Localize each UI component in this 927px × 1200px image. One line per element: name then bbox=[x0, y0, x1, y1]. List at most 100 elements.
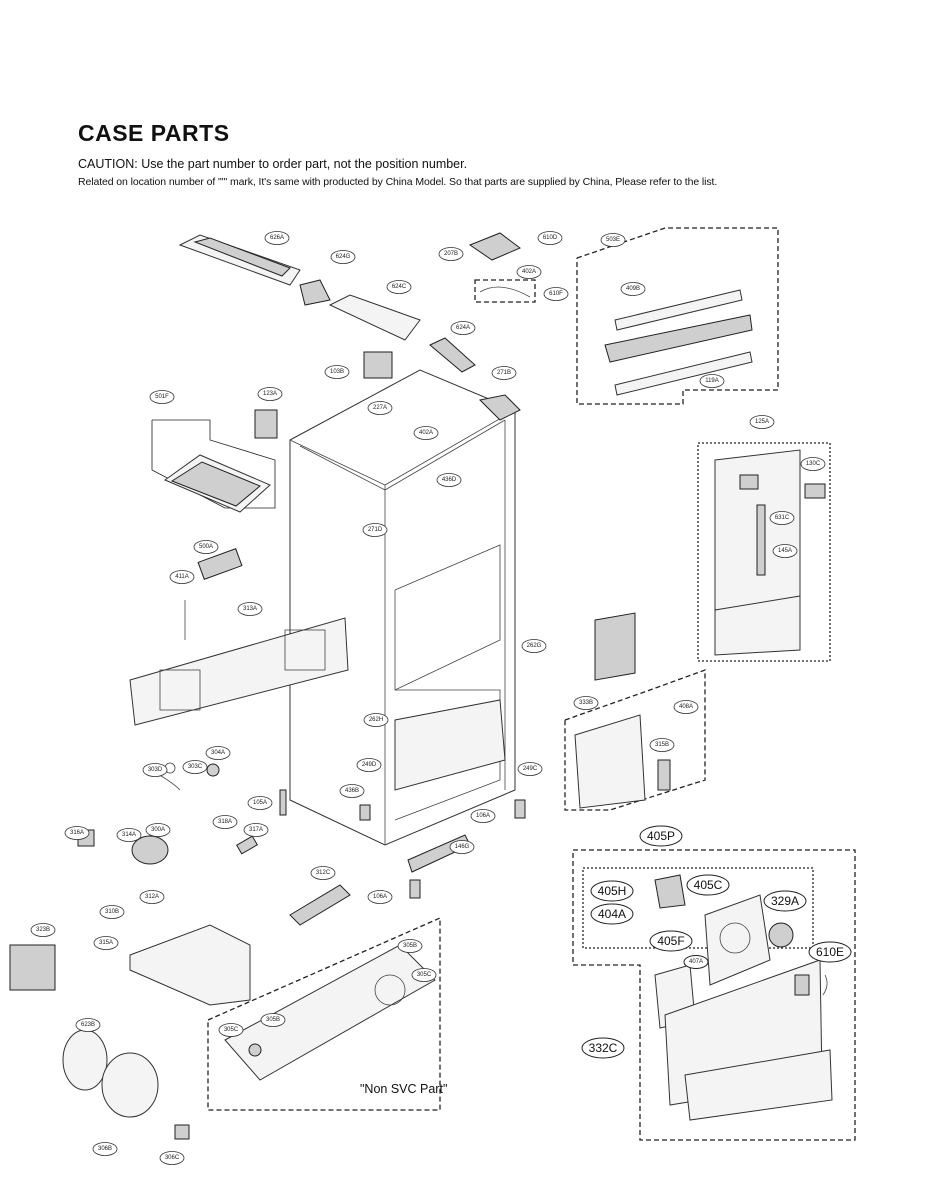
part-label-bubble bbox=[491, 366, 517, 380]
part-label-bubble bbox=[699, 374, 725, 388]
part-label-bubble bbox=[145, 823, 171, 837]
part-label: 106A bbox=[476, 813, 490, 819]
caution-text: CAUTION: Use the part number to order pa… bbox=[78, 157, 468, 171]
part-label-bubble bbox=[800, 457, 826, 471]
part-label: 316A bbox=[70, 830, 84, 836]
part-label: 305C bbox=[224, 1027, 239, 1033]
part-label-bubble bbox=[543, 287, 569, 301]
part-label: 411A bbox=[175, 574, 189, 580]
part-label: 500A bbox=[199, 544, 213, 550]
part-label-bubble bbox=[772, 544, 798, 558]
part-label-bubble bbox=[116, 828, 142, 842]
crisper-cover bbox=[163, 409, 278, 513]
part-label: 313A bbox=[243, 606, 257, 612]
part-label: 409B bbox=[626, 286, 640, 292]
part-label: 402A bbox=[419, 430, 433, 436]
part-label: 105A bbox=[253, 800, 267, 806]
part-label-bubble bbox=[257, 387, 283, 401]
part-label-bubble bbox=[182, 760, 208, 774]
fan-cover bbox=[129, 548, 349, 726]
part-label: 262H bbox=[369, 717, 383, 723]
part-label: 305B bbox=[403, 943, 417, 949]
ice-tray-parts bbox=[178, 234, 476, 379]
part-label-bubble-large bbox=[686, 874, 730, 896]
part-label: 624A bbox=[456, 325, 470, 331]
part-label-large: 610E bbox=[816, 945, 844, 959]
part-label-bubble bbox=[339, 784, 365, 798]
base-parts bbox=[9, 799, 526, 1140]
part-label-bubble bbox=[237, 602, 263, 616]
part-label: 333B bbox=[579, 700, 593, 706]
part-label: 271B bbox=[497, 370, 511, 376]
part-label: 145A bbox=[778, 548, 792, 554]
part-label: 315B bbox=[655, 742, 669, 748]
part-label-large: 407A bbox=[689, 959, 703, 965]
part-label: 436D bbox=[442, 477, 457, 483]
part-label-bubble bbox=[260, 1013, 286, 1027]
part-label: 501F bbox=[155, 394, 169, 400]
part-label-bubble bbox=[436, 473, 462, 487]
part-label: 402A bbox=[522, 269, 536, 275]
non-svc-note: "Non SVC Part" bbox=[360, 1082, 447, 1096]
part-label: 303D bbox=[148, 767, 163, 773]
part-label-large: 405P bbox=[647, 829, 675, 843]
part-label: 318A bbox=[218, 819, 232, 825]
part-label-bubble bbox=[438, 247, 464, 261]
part-label: 314A bbox=[122, 832, 136, 838]
part-label: 624C bbox=[392, 284, 407, 290]
part-label: 227A bbox=[373, 405, 387, 411]
part-label-bubble bbox=[212, 815, 238, 829]
part-label: 130C bbox=[806, 461, 821, 467]
shelf-parts bbox=[604, 289, 753, 396]
part-label-bubble bbox=[30, 923, 56, 937]
part-label-bubble-large bbox=[590, 903, 634, 925]
part-label: 312C bbox=[316, 870, 331, 876]
control-panel bbox=[714, 449, 826, 656]
part-label: 623B bbox=[81, 1022, 95, 1028]
part-label: 300A bbox=[151, 827, 165, 833]
part-label: 312A bbox=[145, 894, 159, 900]
part-label: 303C bbox=[188, 764, 203, 770]
part-label-bubble bbox=[573, 696, 599, 710]
part-label-bubble bbox=[139, 890, 165, 904]
part-label-large: 405F bbox=[657, 934, 684, 948]
damper-bracket bbox=[468, 232, 536, 421]
part-label-bubble bbox=[193, 540, 219, 554]
part-label-bubble bbox=[367, 401, 393, 415]
part-label: 315A bbox=[99, 940, 113, 946]
part-label: 306B bbox=[98, 1146, 112, 1152]
part-label: 310B bbox=[105, 909, 119, 915]
part-label-bubble bbox=[411, 968, 437, 982]
page-title: CASE PARTS bbox=[78, 120, 230, 146]
part-label: 123A bbox=[263, 391, 277, 397]
part-label: 610F bbox=[549, 291, 563, 297]
part-label: 146G bbox=[455, 844, 470, 850]
part-label-bubble bbox=[169, 570, 195, 584]
part-label: 323B bbox=[36, 927, 50, 933]
part-label: 305C bbox=[417, 972, 432, 978]
part-label-bubble bbox=[243, 823, 269, 837]
part-label: 119A bbox=[705, 378, 719, 384]
part-label: 103B bbox=[330, 369, 344, 375]
part-label-large: 329A bbox=[771, 894, 799, 908]
part-label: 610D bbox=[543, 235, 558, 241]
part-label: 631C bbox=[775, 515, 790, 521]
part-label: 106A bbox=[373, 894, 387, 900]
part-label-bubble bbox=[386, 280, 412, 294]
part-label-bubble bbox=[324, 365, 350, 379]
part-label-bubble-large bbox=[808, 941, 852, 963]
part-label-bubble bbox=[356, 758, 382, 772]
part-label-bubble bbox=[92, 1142, 118, 1156]
part-label: 249C bbox=[523, 766, 538, 772]
part-label-bubble bbox=[450, 321, 476, 335]
part-label: 408A bbox=[679, 704, 693, 710]
part-label-bubble bbox=[64, 826, 90, 840]
part-label: 304A bbox=[211, 750, 225, 756]
part-label-bubble bbox=[205, 746, 231, 760]
part-label-bubble bbox=[362, 523, 388, 537]
part-label-bubble bbox=[99, 905, 125, 919]
base-plate bbox=[224, 944, 436, 1081]
part-label: 249D bbox=[362, 762, 377, 768]
part-label-bubble bbox=[149, 390, 175, 404]
part-label: 271D bbox=[368, 527, 383, 533]
